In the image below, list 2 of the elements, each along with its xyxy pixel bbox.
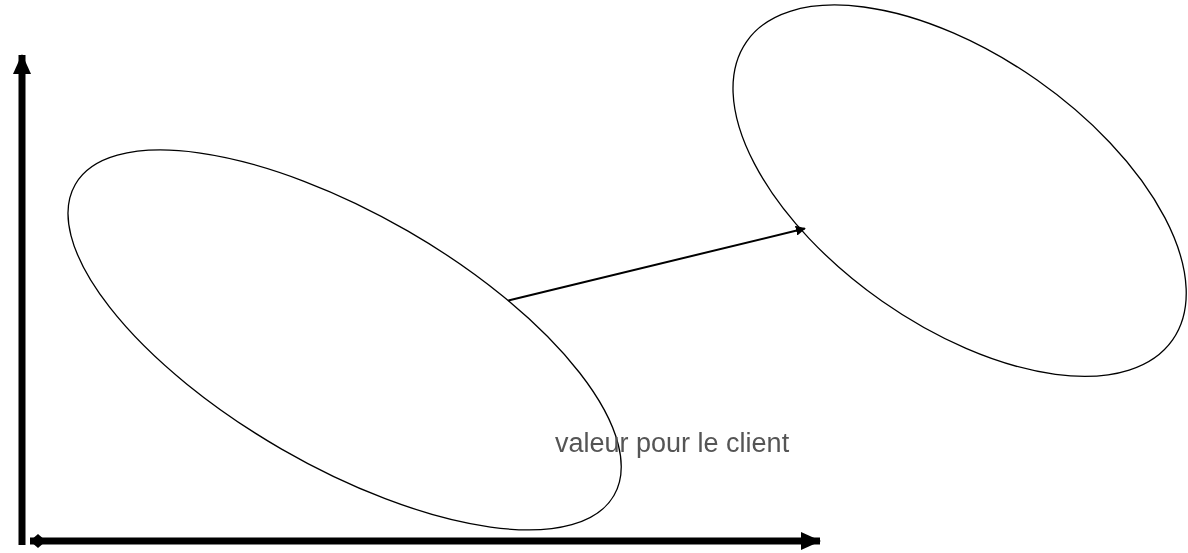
arrow [507,225,806,302]
ellipse-shape [732,4,1188,378]
